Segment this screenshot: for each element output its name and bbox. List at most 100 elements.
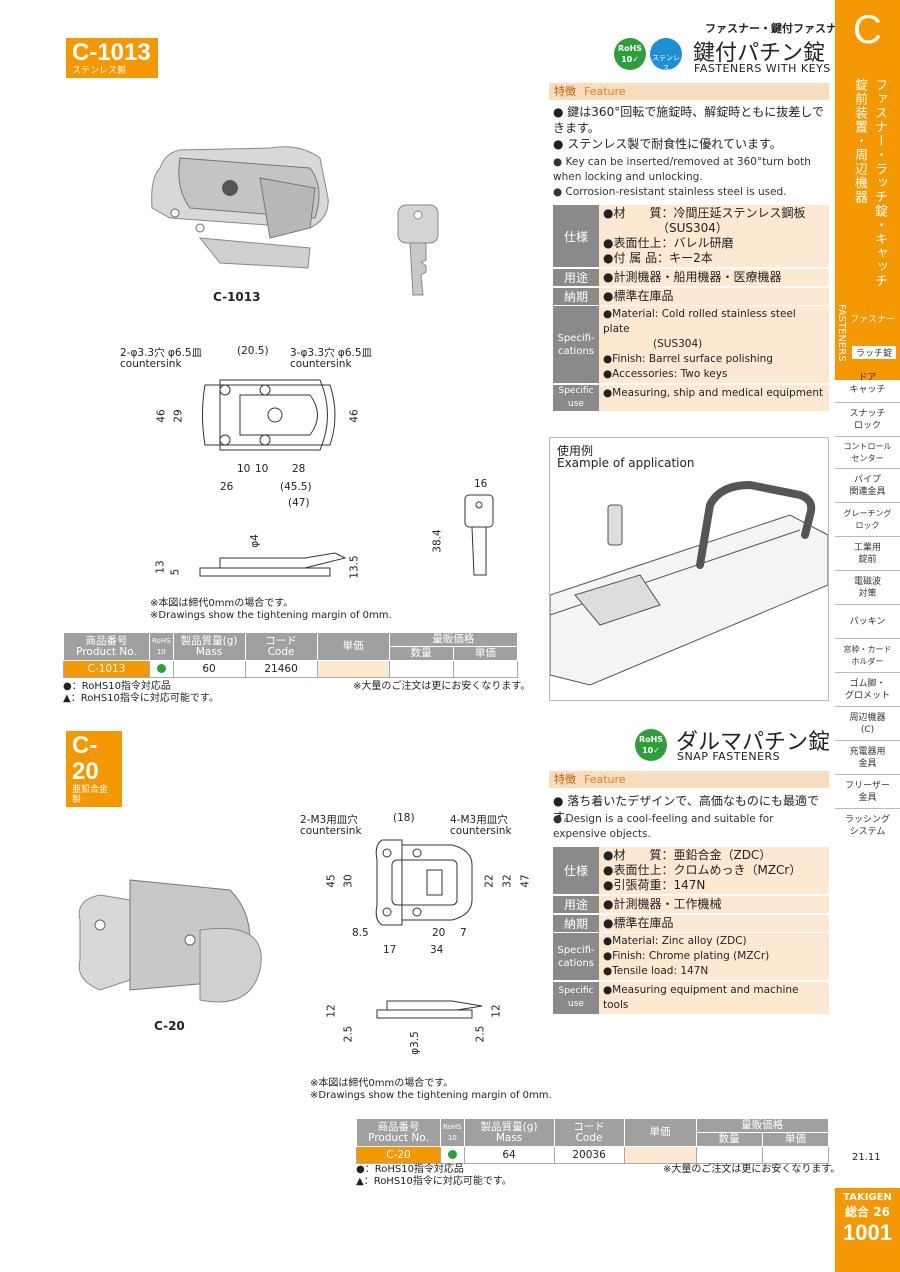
- sidebar-item-snatch-lock[interactable]: スナッチ ロック: [835, 403, 900, 437]
- legend-rohs-possible: ▲：RoHS10指令に対応可能です。: [63, 693, 219, 704]
- spec-values-en: ●Material: Zinc alloy (ZDC)●Finish: Chro…: [599, 933, 829, 980]
- key-drawing: [464, 494, 494, 576]
- spec-table-en: Specifi- cations ●Material: Zinc alloy (…: [553, 933, 829, 1014]
- feature-bullet-en: ● Corrosion-resistant stainless steel is…: [553, 186, 787, 198]
- dim-45: 45: [325, 874, 338, 888]
- sidebar-item-label: グレーチング ロック: [843, 508, 892, 530]
- feature-bullet-en: ● Design is a cool-feeling and suitable …: [553, 813, 774, 840]
- sidebar-item-fastener[interactable]: ファスナー: [850, 315, 896, 325]
- dim-46-right: 46: [348, 409, 361, 423]
- photo-caption: C-20: [154, 1019, 185, 1033]
- dim-28: 28: [292, 463, 306, 475]
- feature-label-jp: 特徴: [554, 773, 576, 786]
- feature-bullet: ● 鍵は360°回転で施錠時、解錠時ともに抜差しできます。: [553, 105, 824, 135]
- bulk-note: ※大量のご注文は更にお安くなります。: [663, 1164, 841, 1175]
- sidebar-item-door-catch[interactable]: ドア キャッチ: [835, 365, 900, 403]
- drawing-note-en: ※Drawings show the tightening margin of …: [150, 610, 392, 621]
- spec-values: ●材 質：亜鉛合金（ZDC）●表面仕上：クロムめっき（MZCr）●引張荷重：14…: [599, 847, 829, 894]
- sidebar-item-label: スナッチ ロック: [849, 408, 886, 431]
- sidebar-vertical-text: ファスナー・ラッチ錠・キャッチ: [872, 78, 887, 288]
- sidebar-item-pipe[interactable]: パイプ 関連金具: [835, 469, 900, 503]
- product-title-en: SNAP FASTENERS: [677, 750, 781, 763]
- th-mass: 製品質量(g)Mass: [463, 1118, 555, 1147]
- sidebar-letter: C: [853, 8, 882, 52]
- rohs-dot-icon: [156, 664, 166, 673]
- sidebar-item-rubber-feet[interactable]: ゴム脚・ グロメット: [835, 673, 900, 707]
- rohs-dot-icon: [447, 1150, 457, 1159]
- delivery-value: ●標準在庫品: [599, 288, 829, 305]
- product-photo-c20: [78, 879, 262, 1003]
- issue-date: 21.11: [852, 1152, 881, 1163]
- sidebar-item-label: ドア キャッチ: [849, 372, 886, 395]
- use-value-en: ●Measuring, ship and medical equipment: [599, 385, 829, 411]
- dim-17: 17: [383, 944, 397, 956]
- application-label-en: Example of application: [557, 456, 695, 470]
- bulk-note: ※大量のご注文は更にお安くなります。: [353, 681, 531, 692]
- sidebar-item-label: ゴム脚・ グロメット: [844, 678, 890, 701]
- th-mass: 製品質量(g)Mass: [172, 632, 246, 661]
- cell-mass: 64: [463, 1146, 555, 1164]
- sidebar-item-industrial-lock[interactable]: 工業用 錠前: [835, 537, 900, 571]
- dim-phi4: φ4: [248, 534, 261, 548]
- feature-bullet: ● ステンレス製で耐食性に優れています。: [553, 137, 782, 151]
- page-title: 鍵付パチン錠: [693, 41, 826, 66]
- sidebar-item-label: 電磁波 対策: [853, 576, 881, 599]
- sidebar-item-latch[interactable]: ラッチ錠: [852, 346, 897, 359]
- product-code: C-20: [72, 732, 99, 785]
- dim-5: 5: [169, 568, 182, 576]
- c1013-drawing-top: [202, 379, 336, 451]
- cell-product-no: C-20: [356, 1146, 441, 1164]
- table-row: C-1013 60 21460: [63, 660, 519, 678]
- th-unit-price: 単価: [761, 1132, 830, 1147]
- stainless-badge: ステンレス: [650, 38, 682, 72]
- product-code: C-1013: [72, 39, 151, 66]
- page-badge: TAKIGEN 総合 26 1001: [835, 1188, 900, 1272]
- header-category: ファスナー・鍵付ファスナー: [705, 22, 848, 35]
- sidebar-item-window-frame[interactable]: 窓枠・カード ホルダー: [835, 639, 900, 673]
- cell-rohs: [149, 660, 174, 678]
- spec-label: 仕様: [553, 205, 599, 267]
- dim-12-right: 12: [490, 1004, 503, 1018]
- sidebar-item-freezer[interactable]: フリーザー 金具: [835, 775, 900, 809]
- dim-30: 30: [342, 874, 355, 888]
- use-label: 用途: [553, 269, 599, 286]
- sidebar-item-peripheral[interactable]: 周辺機器 (C): [835, 707, 900, 741]
- dim-18: (18): [393, 812, 415, 824]
- product-material: ステンレス製: [72, 66, 127, 76]
- delivery-value: ●標準在庫品: [599, 915, 829, 932]
- product-code-tag-c20: C-20 亜鉛合金製: [66, 731, 122, 807]
- sidebar-item-lashing[interactable]: ラッシング システム: [835, 809, 900, 843]
- sidebar-item-control-center[interactable]: コントロール センター: [835, 437, 900, 469]
- spec-values: ●材 質：冷間圧延ステンレス鋼板 （SUS304）●表面仕上：バレル研磨●付 属…: [599, 205, 829, 267]
- spec-label-en: Specifi- cations: [553, 306, 599, 383]
- dim-10a: 10: [237, 463, 251, 475]
- dim-phi3-5: φ3.5: [408, 1031, 421, 1055]
- feature-bullet: ● 落ち着いたデザインで、高価なものにも最適です。: [553, 794, 819, 824]
- sidebar-item-label: パッキン: [849, 616, 886, 627]
- th-bulk-price: 量販価格: [695, 1118, 830, 1133]
- dim-2-5-left: 2.5: [342, 1025, 355, 1043]
- sidebar-item-charger[interactable]: 充電器用 金具: [835, 741, 900, 775]
- dim-45-5: (45.5): [280, 481, 312, 493]
- product-photo-c1013: [151, 146, 329, 269]
- cell-bulk-price: [761, 1146, 830, 1164]
- sidebar-item-label: 窓枠・カード ホルダー: [843, 644, 892, 666]
- page-number: 1001: [843, 1220, 892, 1245]
- table-row: C-20 64 20036: [356, 1146, 830, 1164]
- feature-label-en: Feature: [584, 773, 626, 786]
- dim-20-5: (20.5): [237, 345, 269, 357]
- sidebar-fasteners-block: [835, 300, 900, 380]
- dim-16: 16: [474, 478, 488, 490]
- sidebar-item-packing[interactable]: パッキン: [835, 605, 900, 639]
- sidebar-item-emi[interactable]: 電磁波 対策: [835, 571, 900, 605]
- sidebar-item-grating[interactable]: グレーチング ロック: [835, 503, 900, 537]
- dim-46-left: 46: [155, 409, 168, 423]
- page-title-en: FASTENERS WITH KEYS: [694, 62, 831, 75]
- product-code-tag: C-1013 ステンレス製: [66, 38, 158, 78]
- key-photo: [397, 204, 439, 296]
